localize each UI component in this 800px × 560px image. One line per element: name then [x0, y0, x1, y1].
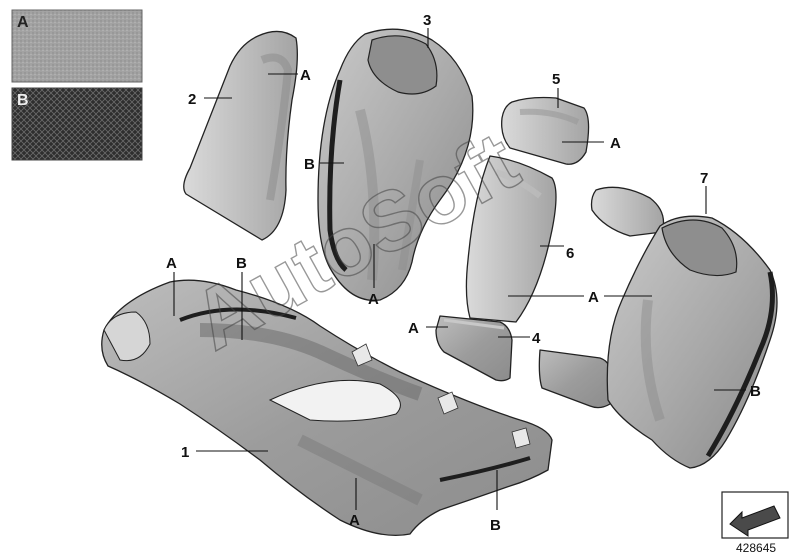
part-6-backrest-panel [465, 155, 557, 323]
direction-arrow-icon [721, 491, 789, 539]
legend-swatch-b-letter: B [17, 92, 29, 109]
callout-5-material-a: A [562, 135, 621, 152]
part-1-seat-cushion [101, 279, 553, 537]
callout-2-label: 2 [188, 91, 196, 108]
part-2-side-panel [183, 30, 298, 241]
callout-1-label: 1 [181, 444, 189, 461]
callout-1-material-a-left: A [166, 255, 177, 316]
callout-1-material-a-front-label: A [349, 512, 360, 529]
callout-3-material-b: B [304, 156, 344, 173]
callout-2-material-a: A [268, 67, 311, 84]
part-5-cover-piece [501, 96, 590, 165]
callout-1: 1 [181, 444, 268, 461]
callout-5: 5 [552, 71, 560, 108]
callout-3-material-b-label: B [304, 156, 315, 173]
part-3-center-backrest [317, 28, 474, 302]
callout-1-material-b-left-label: B [236, 255, 247, 272]
callout-4-material-a-label: A [408, 320, 419, 337]
legend-swatch-a: A [11, 9, 143, 83]
callout-6: 6 [540, 245, 574, 262]
callout-3-label: 3 [423, 12, 431, 29]
callout-3-material-a-label: A [368, 291, 379, 308]
callout-4-label: 4 [532, 330, 541, 347]
callout-4: A 4 [408, 320, 541, 347]
diagram-number: 428645 [736, 541, 777, 555]
callout-1-material-a-front: A [349, 478, 360, 529]
part-7-right-backrest [538, 186, 778, 469]
part-4-cushion-block [435, 315, 513, 382]
callout-2-material-a-label: A [300, 67, 311, 84]
callout-7-label: 7 [700, 170, 708, 187]
callout-3: 3 [423, 12, 431, 48]
callout-1-material-b-left: B [236, 255, 247, 340]
callout-6-material-a: A [508, 289, 599, 306]
callout-2: 2 [188, 91, 232, 108]
callout-5-material-a-label: A [610, 135, 621, 152]
callout-1-material-b-front: B [490, 470, 501, 534]
callout-6-label: 6 [566, 245, 574, 262]
callout-7: 7 [700, 170, 708, 214]
callout-1-material-a-left-label: A [166, 255, 177, 272]
legend-swatch-a-letter: A [17, 14, 29, 31]
legend-swatch-b: B [11, 87, 143, 161]
callout-5-label: 5 [552, 71, 560, 88]
callout-7-material-b: B [714, 383, 761, 400]
callout-7-material-b-label: B [750, 383, 761, 400]
callout-6-material-a-label: A [588, 289, 599, 306]
callout-1-material-b-front-label: B [490, 517, 501, 534]
callout-3-material-a: A [368, 244, 379, 308]
